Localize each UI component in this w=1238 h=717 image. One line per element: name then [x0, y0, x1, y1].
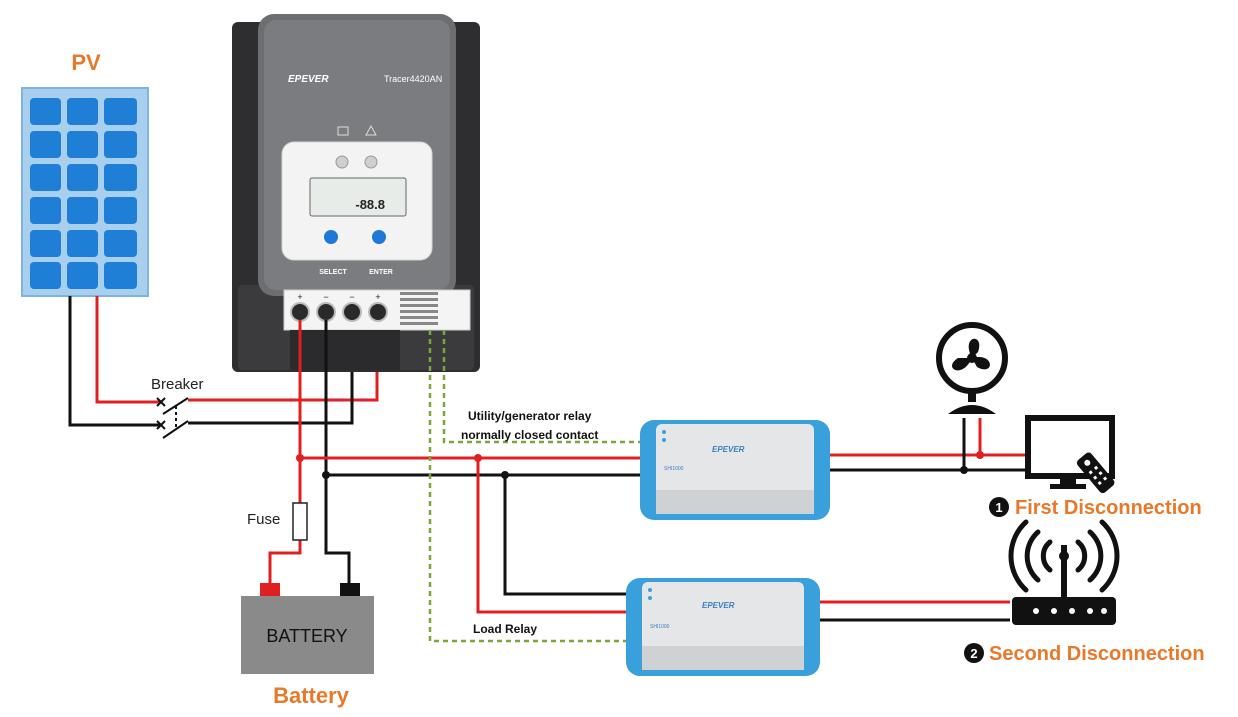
- utility-relay-label-1: Utility/generator relay: [468, 409, 592, 423]
- first-disconnection-label: First Disconnection: [1015, 497, 1202, 519]
- ac-output-wires: [820, 418, 1028, 622]
- router-icon: [1008, 519, 1120, 625]
- first-number: 1: [995, 500, 1002, 515]
- breaker-symbol: [156, 397, 189, 439]
- controller-brand: EPEVER: [288, 74, 329, 85]
- controller-model: Tracer4420AN: [384, 74, 442, 84]
- terminal-mark: −: [349, 292, 354, 302]
- battery-icon: [241, 583, 374, 674]
- battery-caption: Battery: [273, 683, 350, 708]
- junction-dot: [296, 454, 304, 462]
- charge-controller: [232, 14, 480, 372]
- terminal-mark: +: [375, 292, 380, 302]
- lcd-readout: -88.8: [355, 197, 385, 212]
- terminal-mark: +: [297, 292, 302, 302]
- inverter-2-brand: EPEVER: [702, 601, 735, 610]
- fuse-symbol: [292, 502, 308, 541]
- terminal-mark: −: [323, 292, 328, 302]
- load-relay-label: Load Relay: [473, 622, 537, 636]
- remote-icon: [1076, 452, 1115, 494]
- first-number-badge: [989, 497, 1009, 517]
- second-disconnection-label: Second Disconnection: [989, 643, 1205, 665]
- inverter-1: [640, 420, 830, 520]
- fuse-label: Fuse: [247, 511, 280, 528]
- junction-dot: [960, 466, 968, 474]
- enter-label: ENTER: [369, 269, 393, 276]
- fan-icon: [936, 322, 1008, 414]
- junction-dot: [976, 451, 984, 459]
- junction-dot: [501, 471, 509, 479]
- inverter-1-model: SHI1000: [664, 466, 684, 472]
- enter-button[interactable]: [372, 230, 386, 244]
- solar-panel-icon: [21, 87, 149, 297]
- inverter-2: [626, 578, 820, 676]
- inverter-2-model: SHI1000: [650, 624, 670, 630]
- utility-relay-label-2: normally closed contact: [461, 428, 598, 442]
- junction-dot: [474, 454, 482, 462]
- battery-box-label: BATTERY: [266, 626, 347, 646]
- battery-wires: [268, 320, 351, 585]
- select-label: SELECT: [319, 269, 347, 276]
- relay-wires: [428, 330, 648, 643]
- second-number: 2: [970, 646, 977, 661]
- select-button[interactable]: [324, 230, 338, 244]
- terminal-marks: + − − +: [297, 292, 380, 302]
- inverter-1-brand: EPEVER: [712, 445, 745, 454]
- breaker-label: Breaker: [151, 376, 204, 393]
- second-number-badge: [964, 643, 984, 663]
- pv-label: PV: [71, 50, 101, 75]
- junction-dot: [322, 471, 330, 479]
